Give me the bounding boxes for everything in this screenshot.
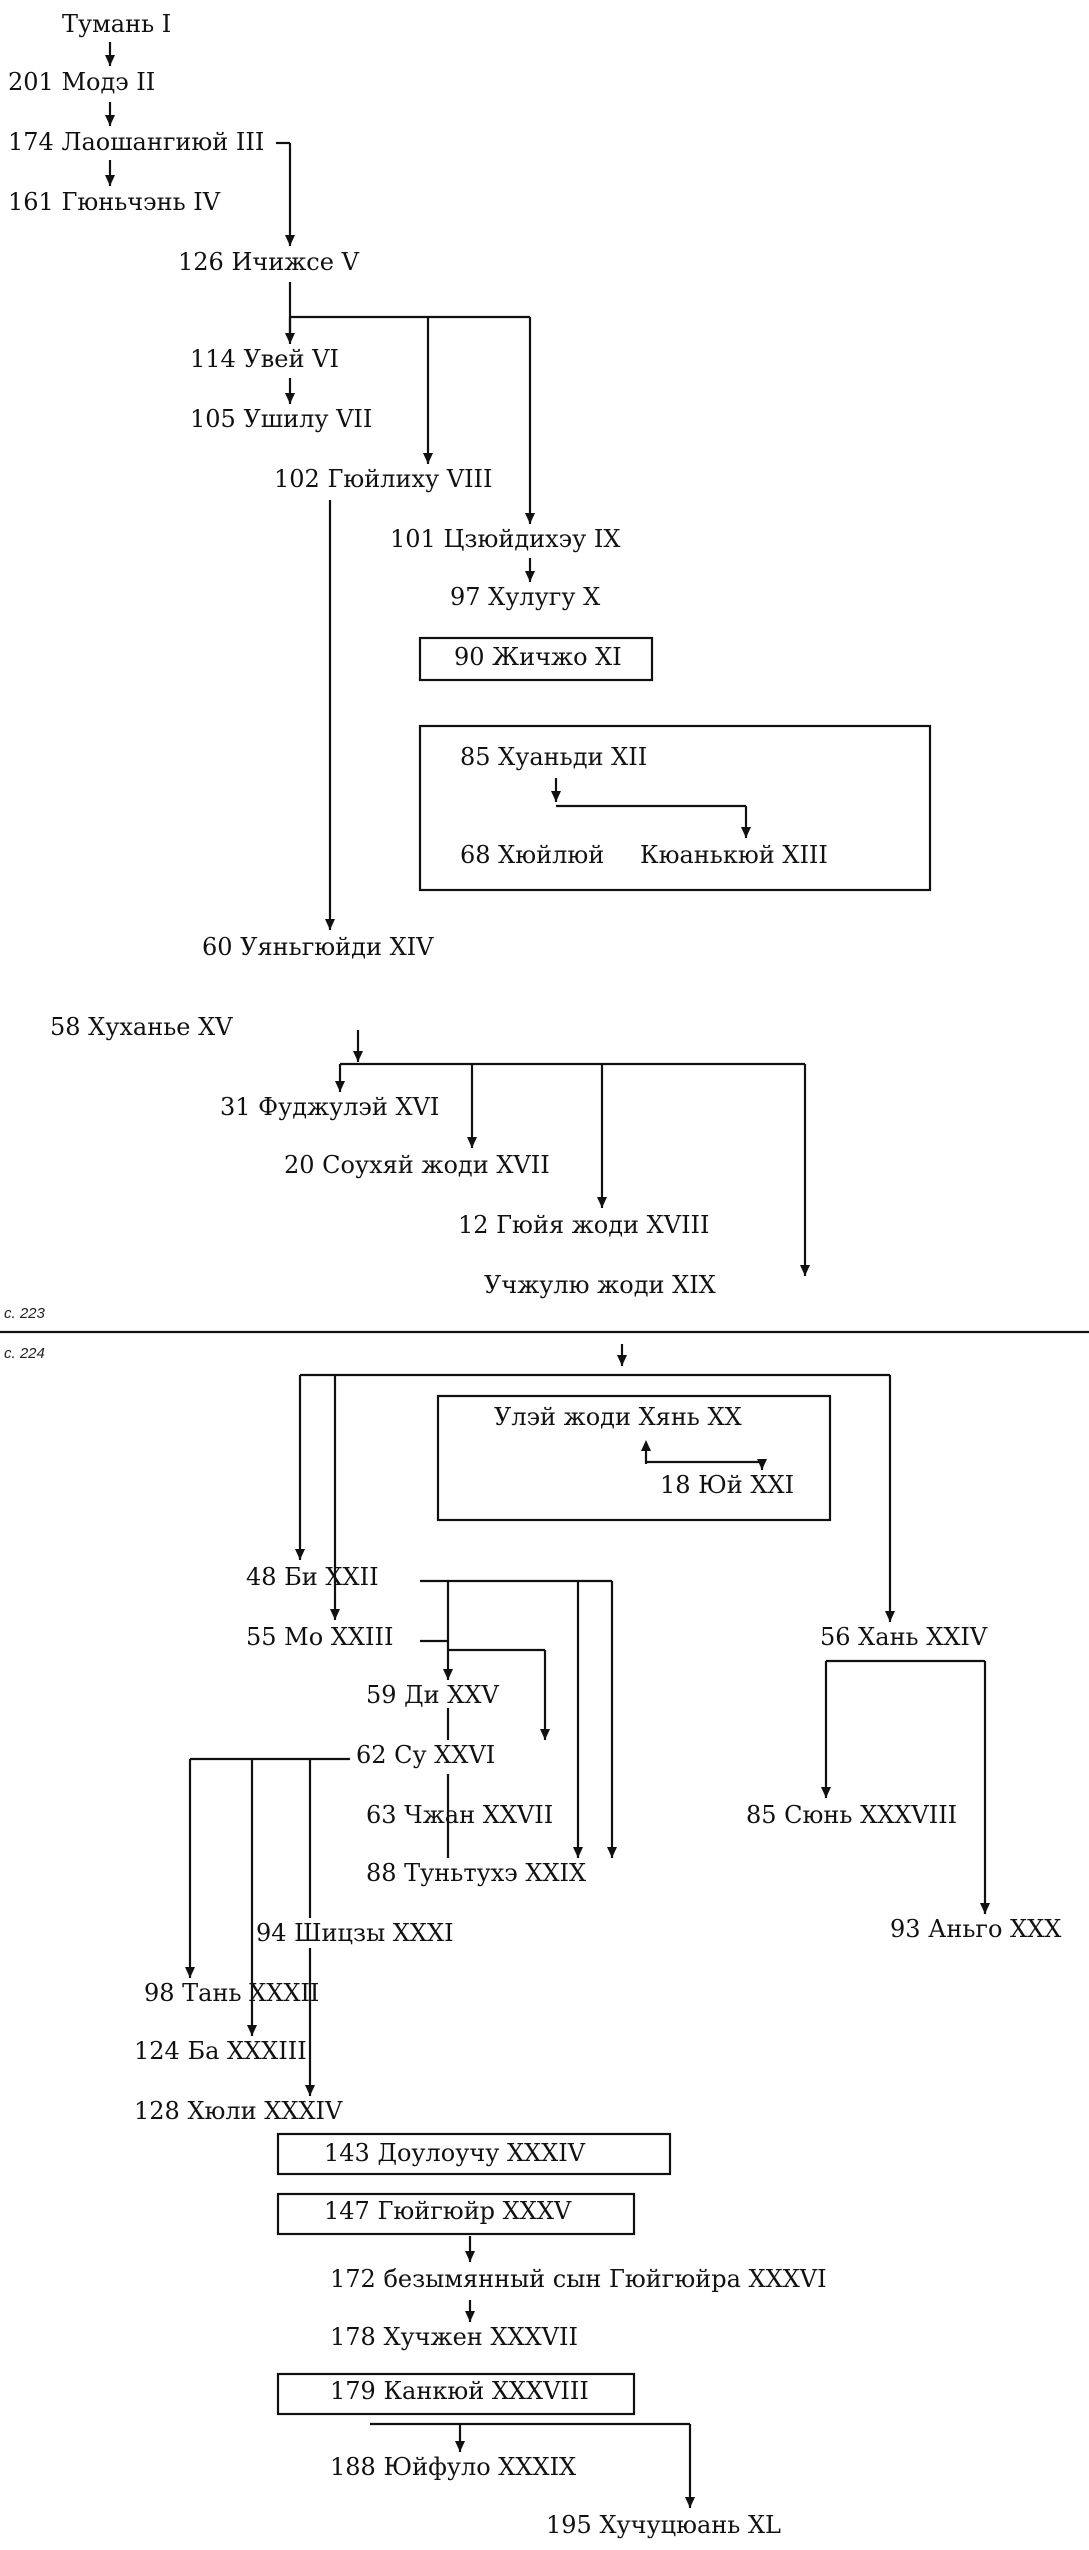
node-ango: 93 Аньго XXX: [890, 1915, 1062, 1943]
node-souhyay: 20 Соухяй жоди XVII: [284, 1151, 550, 1179]
descent-arrow: [465, 2311, 475, 2322]
group-box-uley: [436, 1394, 832, 1522]
node-tszyuydiheu: 101 Цзюйдихэу IX: [390, 525, 621, 553]
node-laoshangiyuy: 174 Лаошангиюй III: [8, 128, 265, 156]
node-uyangyuydi: 60 Уяньгюйди XIV: [202, 933, 434, 961]
group-box-kankyuy: [276, 2372, 636, 2416]
node-tuman: Тумань I: [62, 10, 172, 38]
group-box-zhichzho: [418, 636, 654, 682]
descent-arrow: [185, 1967, 195, 1978]
ascent-arrow: [641, 1440, 651, 1451]
descent-arrow: [573, 1847, 583, 1858]
descent-arrow: [741, 827, 751, 838]
descent-arrow: [325, 919, 335, 930]
descent-arrow: [597, 1197, 607, 1208]
descent-arrow: [335, 1081, 345, 1092]
descent-arrow: [821, 1787, 831, 1798]
descent-arrow: [285, 235, 295, 246]
descent-arrow: [105, 55, 115, 66]
node-kyuankyuy: Кюанькюй XIII: [640, 841, 828, 869]
descent-arrow: [305, 2085, 315, 2096]
descent-arrow: [455, 2441, 465, 2452]
node-uchzhulyu: Учжулю жоди XIX: [484, 1271, 716, 1299]
node-gyuygyuyr: 147 Гюйгюйр XXXV: [324, 2197, 572, 2225]
descent-arrow: [353, 1051, 363, 1062]
descent-arrow: [800, 1265, 810, 1276]
node-yuyfulo: 188 Юйфуло XXXIX: [330, 2453, 577, 2481]
node-huchutsyuan: 195 Хучуцюань XL: [546, 2511, 781, 2539]
node-su: 62 Су XXVI: [356, 1741, 496, 1769]
node-zhichzho: 90 Жичжо XI: [454, 643, 622, 671]
descent-arrow: [330, 1609, 340, 1620]
descent-arrow: [551, 791, 561, 802]
node-gyuyya: 12 Гюйя жоди XVIII: [458, 1211, 710, 1239]
descent-arrow: [247, 2025, 257, 2036]
descent-arrow: [465, 2251, 475, 2262]
descent-arrow: [685, 2497, 695, 2508]
node-kankyuy: 179 Канкюй XXXVIII: [330, 2377, 589, 2405]
node-chzhan: 63 Чжан XXVII: [366, 1801, 554, 1829]
node-tan: 98 Тань XXXII: [144, 1979, 320, 2007]
descent-arrow: [285, 393, 295, 404]
node-uvey: 114 Увей VI: [190, 345, 339, 373]
node-hulugu: 97 Хулугу X: [450, 583, 601, 611]
descent-arrow: [525, 513, 535, 524]
node-ba: 124 Ба XXXIII: [134, 2037, 307, 2065]
descent-arrow: [757, 1459, 767, 1470]
descent-arrow: [285, 333, 295, 344]
node-mode: 201 Модэ II: [8, 68, 156, 96]
node-huhane: 58 Хуханье XV: [50, 1013, 233, 1041]
descent-arrow: [607, 1847, 617, 1858]
descent-arrow: [980, 1903, 990, 1914]
node-shitszy: 94 Шицзы XXXI: [256, 1919, 454, 1947]
descent-arrow: [885, 1611, 895, 1622]
descent-arrow: [467, 1137, 477, 1148]
descent-arrow: [525, 571, 535, 582]
descent-arrow: [443, 1669, 453, 1680]
descent-arrow: [105, 115, 115, 126]
node-hyuli: 128 Хюли XXXIV: [134, 2097, 343, 2125]
node-ushilu: 105 Ушилу VII: [190, 405, 373, 433]
descent-arrow: [295, 1549, 305, 1560]
node-gyuylihu: 102 Гюйлиху VIII: [274, 465, 493, 493]
node-mo: 55 Мо XXIII: [246, 1623, 394, 1651]
descent-arrow: [105, 175, 115, 186]
node-uley: Улэй жоди Хянь XX: [494, 1403, 742, 1431]
group-box-gyuygyuyr: [276, 2192, 636, 2236]
node-huandi: 85 Хуаньди XII: [460, 743, 648, 771]
node-syun: 85 Сюнь XXXVIII: [746, 1801, 958, 1829]
node-hyuylyuy: 68 Хюйлюй: [460, 841, 605, 869]
node-bezymyanny: 172 безымянный сын Гюйгюйра XXXVI: [330, 2265, 827, 2293]
node-bi: 48 Би XXII: [246, 1563, 379, 1591]
descent-arrow: [617, 1355, 627, 1366]
descent-arrow: [540, 1729, 550, 1740]
node-yuy: 18 Юй XXI: [660, 1471, 795, 1499]
descent-arrow: [423, 453, 433, 464]
node-tuntuhe: 88 Туньтухэ XXIX: [366, 1859, 587, 1887]
page-label-223: с. 223: [4, 1305, 45, 1322]
node-douslouchu: 143 Доулоучу XXXIV: [324, 2139, 586, 2167]
node-fudzhuley: 31 Фуджулэй XVI: [220, 1093, 440, 1121]
node-gyunchen: 161 Гюньчэнь IV: [8, 188, 221, 216]
node-han: 56 Хань XXIV: [820, 1623, 988, 1651]
node-ichizhse: 126 Ичижсе V: [178, 248, 359, 276]
node-di: 59 Ди XXV: [366, 1681, 499, 1709]
group-box-huandi: [418, 724, 932, 892]
node-huchzhen: 178 Хучжен XXXVII: [330, 2323, 578, 2351]
group-box-doulouchu: [276, 2132, 672, 2176]
page-label-224: с. 224: [4, 1345, 45, 1362]
